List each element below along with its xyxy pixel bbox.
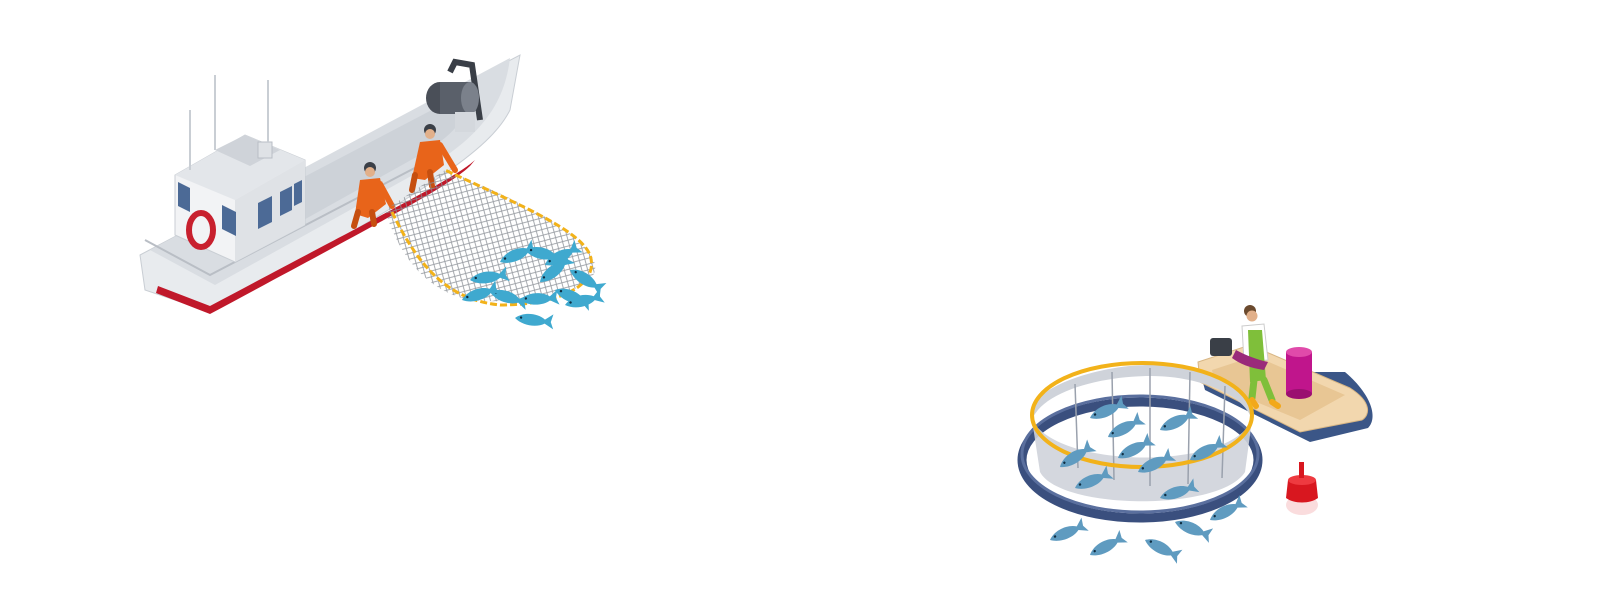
cabin-window [280,186,292,216]
fishing-trawler [139,54,608,330]
net-winch [426,58,483,132]
boat-railing [144,159,431,277]
fisherman [409,124,458,193]
life-ring [186,210,216,250]
fishing-net [385,170,596,302]
boat-cabin [174,75,306,263]
marker-buoy [1286,462,1318,515]
cabin-window [178,182,190,212]
hull-stripe [156,160,475,314]
cabin-window [222,205,236,236]
net-float-line [390,168,593,307]
fish-farm-cage [1017,305,1373,564]
feed-barrel [1286,347,1312,399]
fish-farmer [1232,305,1281,409]
cabin-window [258,196,272,229]
fisherman [351,162,395,229]
work-boat [1197,338,1373,442]
